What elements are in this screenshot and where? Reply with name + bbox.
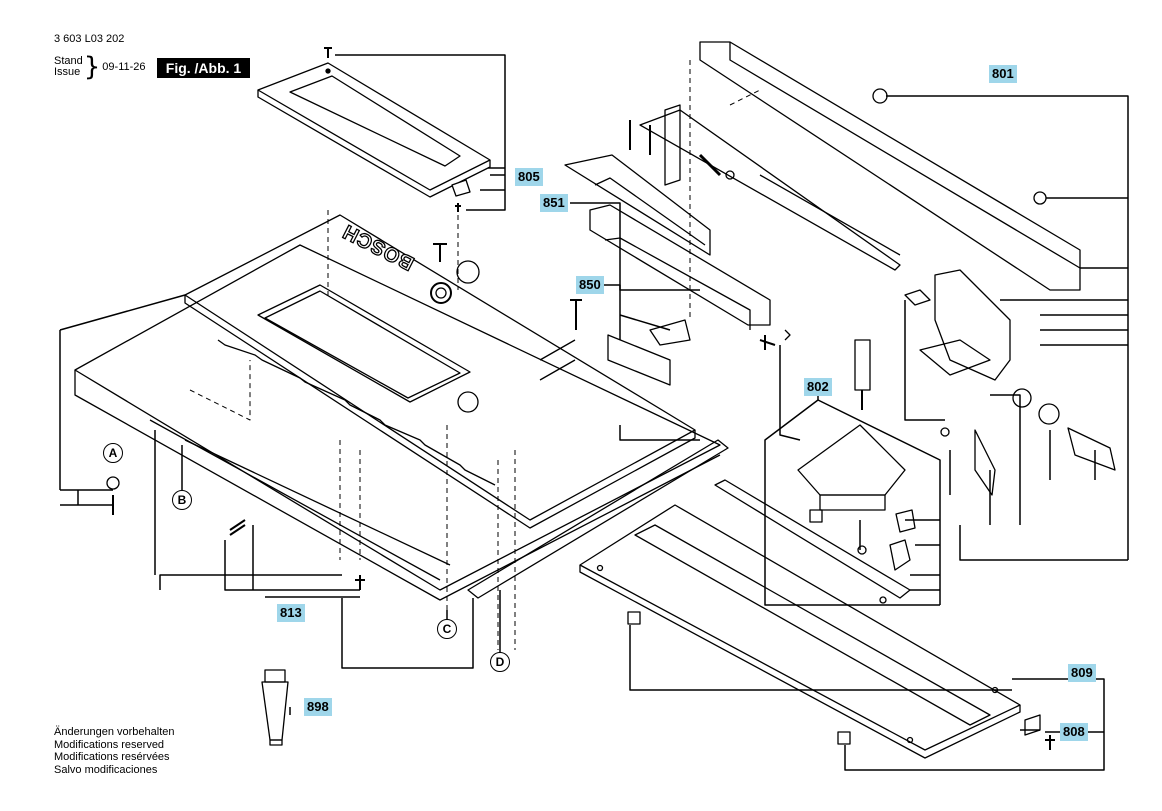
note-english: Modifications reserved [54, 738, 165, 751]
figure-label: Fig. /Abb. 1 [157, 58, 250, 78]
reference-letter-d: D [490, 652, 510, 672]
brace-glyph: } [83, 52, 101, 82]
document-number: 3 603 L03 202 [54, 33, 125, 45]
reference-letter-a: A [103, 443, 123, 463]
side-strip [467, 439, 729, 599]
rip-fence [564, 154, 791, 386]
callout-801: 801 [989, 65, 1017, 83]
leader-lines [59, 54, 1129, 771]
modification-notes: Änderungen vorbehalten Modifications res… [54, 726, 174, 776]
callout-805: 805 [515, 168, 543, 186]
reference-letter-c: C [437, 619, 457, 639]
fence-lock [904, 269, 1116, 496]
fence-rail [629, 41, 1081, 291]
extension-table [579, 504, 1055, 759]
bracket-lines [159, 425, 861, 590]
note-spanish: Salvo modificaciones [54, 763, 158, 776]
callout-813: 813 [277, 604, 305, 622]
callout-898: 898 [304, 698, 332, 716]
issue-date: 09-11-26 [102, 61, 146, 73]
reference-letter-b: B [172, 490, 192, 510]
callout-850: 850 [576, 276, 604, 294]
stand-issue-block: Stand Issue } 09-11-26 [54, 52, 146, 82]
note-german: Änderungen vorbehalten [54, 726, 175, 738]
callout-808: 808 [1060, 723, 1088, 741]
note-french: Modifications resérvées [54, 751, 170, 763]
table-top [74, 214, 721, 601]
callout-809: 809 [1068, 664, 1096, 682]
glue-tube [261, 669, 289, 746]
issue-label: Issue [54, 66, 81, 78]
stand-label: Stand [54, 55, 83, 67]
stand-issue-labels: Stand Issue [54, 56, 83, 78]
insert-plate [257, 47, 491, 212]
callout-851: 851 [540, 194, 568, 212]
callout-802: 802 [804, 378, 832, 396]
